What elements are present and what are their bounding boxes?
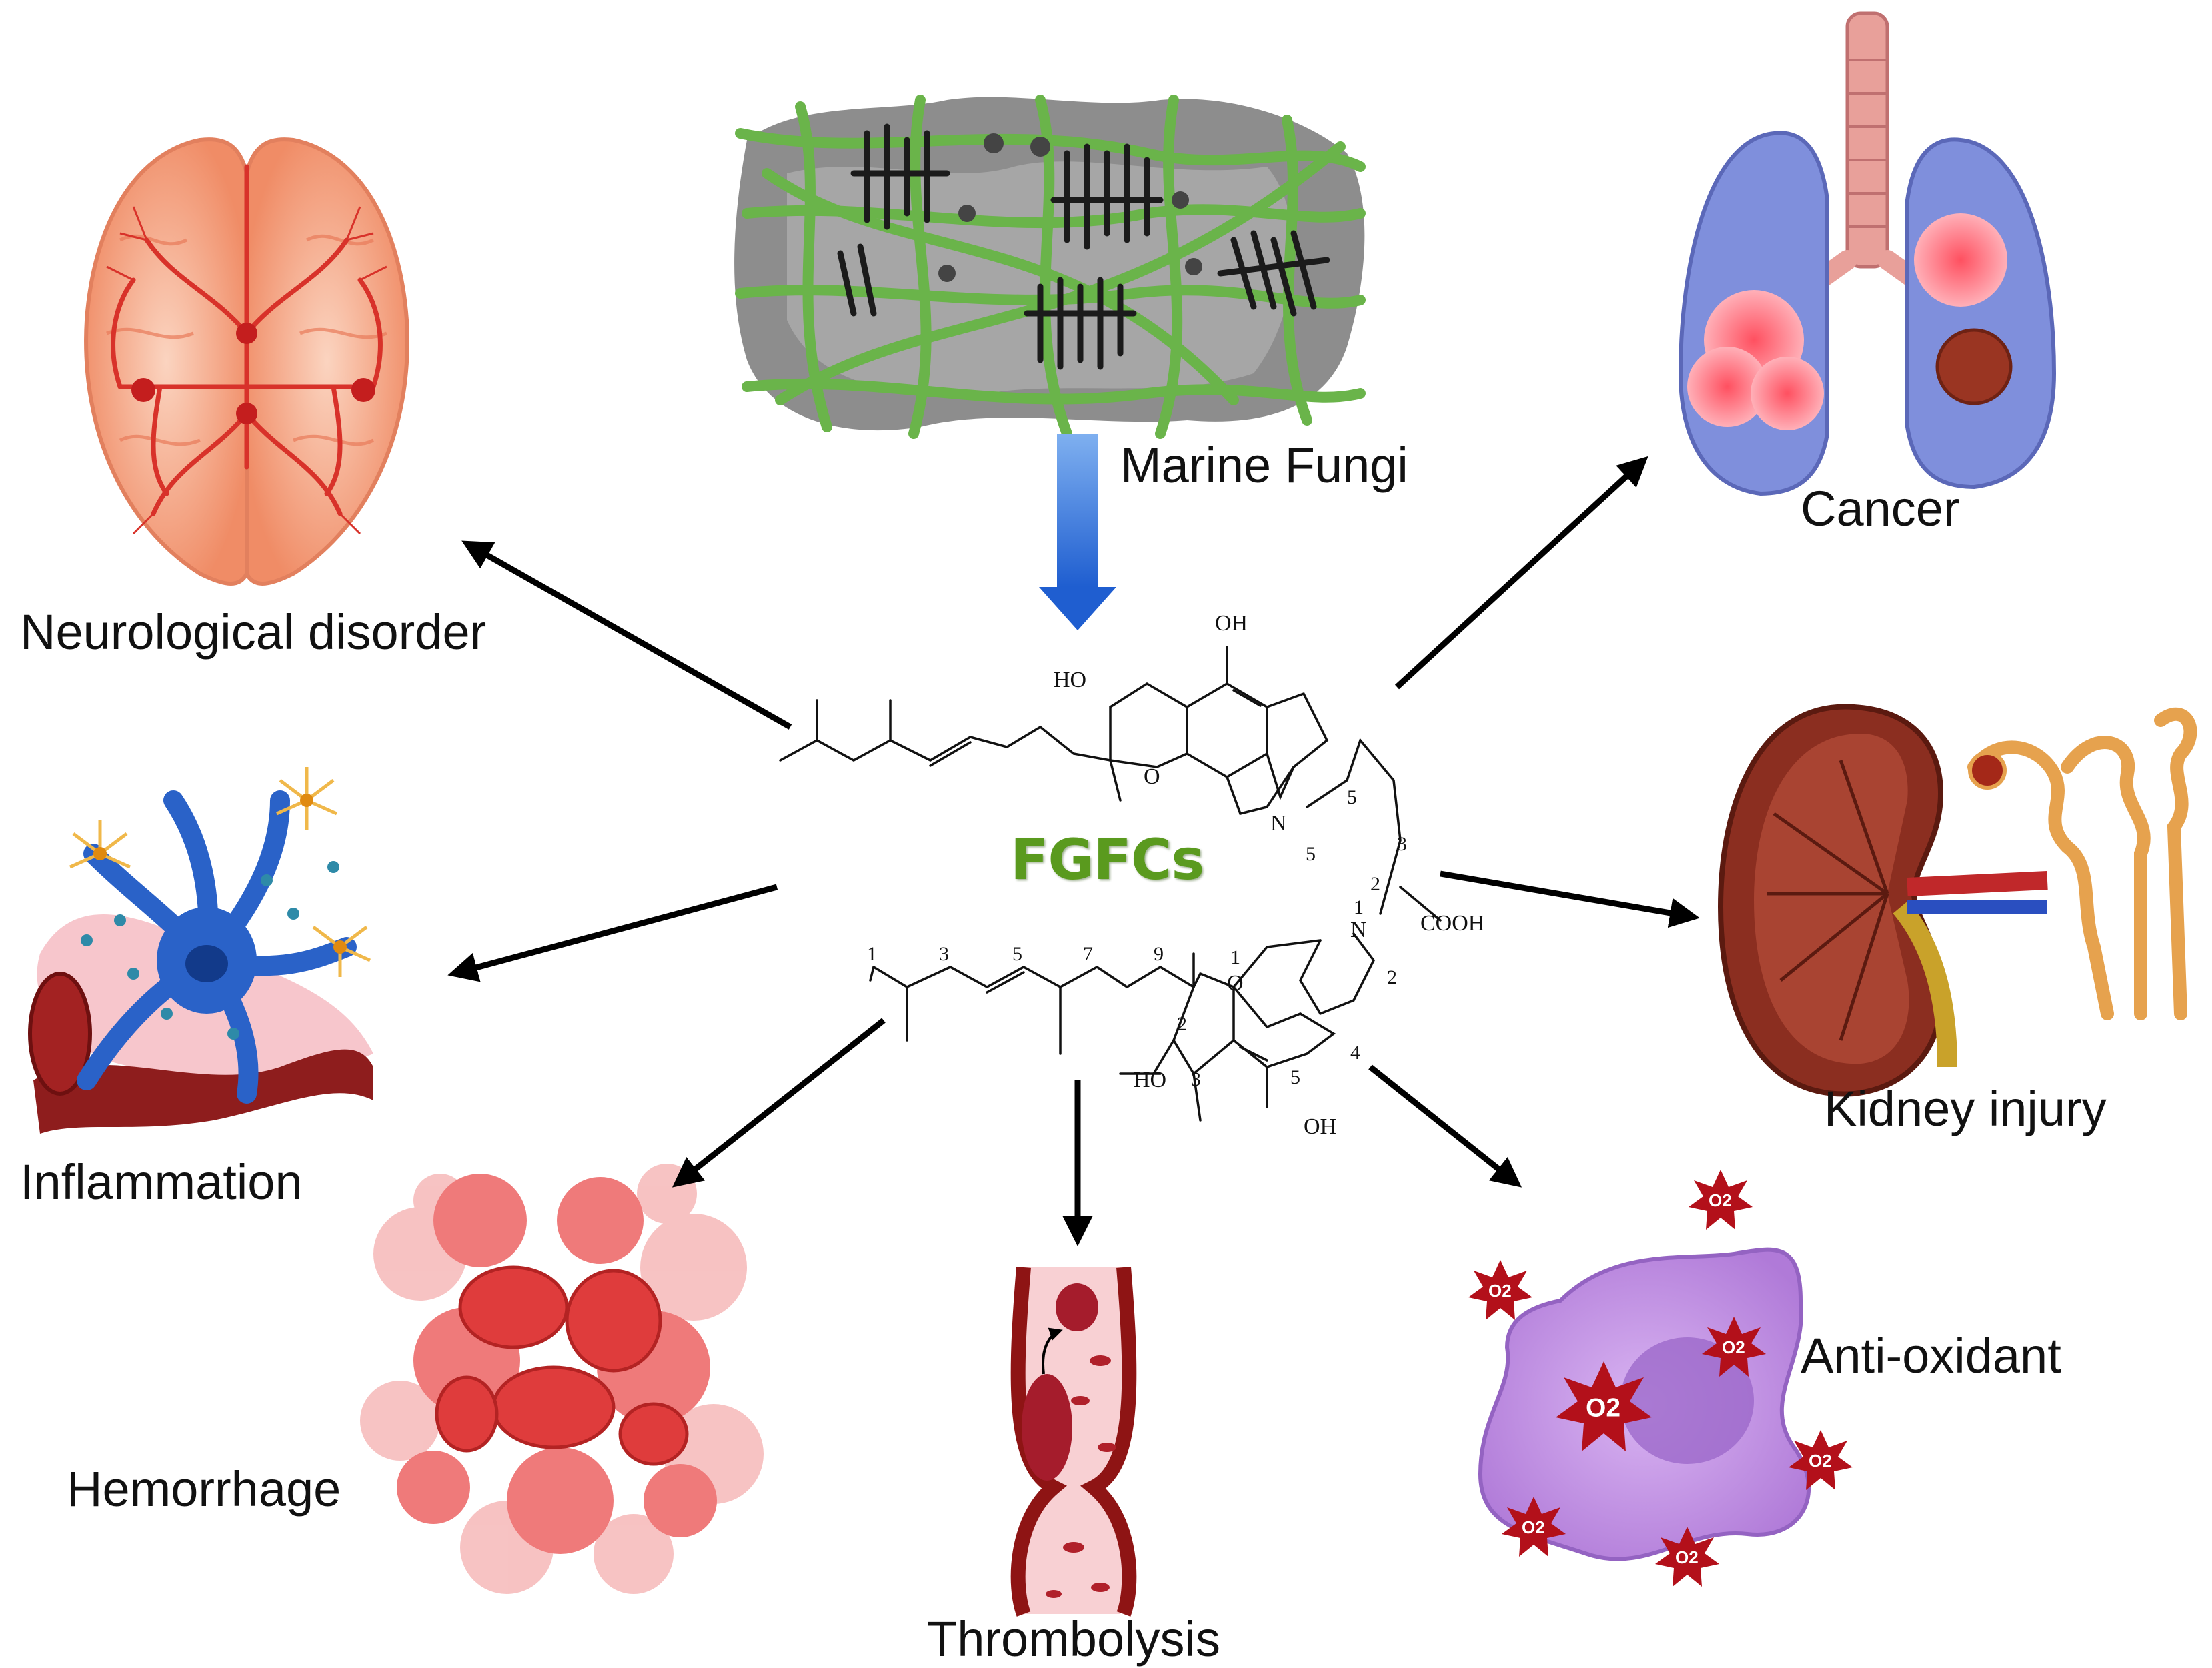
radical-label: O2: [1488, 1281, 1512, 1301]
radical-label: O2: [1675, 1547, 1699, 1567]
locant-1-upper: 1: [1354, 896, 1364, 918]
locant-1-chain: 1: [867, 943, 877, 965]
inflammation-illustration: [28, 767, 373, 1134]
compound-name: FGFCs: [1010, 827, 1204, 892]
atom-oh-upper: OH: [1215, 611, 1248, 636]
locant-2-upper: 2: [1370, 873, 1380, 895]
label-inflammation: Inflammation: [20, 1154, 303, 1210]
arrow-to-antioxidant: [1368, 1064, 1522, 1188]
brain-illustration: [84, 137, 409, 586]
thrombolysis-illustration: [1010, 1267, 1137, 1617]
arrow-to-kidney: [1440, 870, 1700, 928]
atom-oh-lower: OH: [1304, 1114, 1336, 1139]
radical-label: O2: [1809, 1451, 1832, 1471]
kidney-illustration: [1717, 704, 2197, 1097]
locant-5-chain: 5: [1012, 943, 1022, 965]
radical-label: O2: [1586, 1394, 1620, 1423]
label-hemorrhage: Hemorrhage: [67, 1461, 341, 1517]
hemorrhage-illustration: [360, 1164, 764, 1594]
fgfcs-molecule: [779, 646, 1442, 1122]
label-marine-fungi: Marine Fungi: [1120, 438, 1408, 493]
locant-3-chain-b: 3: [939, 943, 949, 965]
radical-label: O2: [1709, 1190, 1732, 1210]
label-cancer: Cancer: [1801, 481, 1960, 536]
effect-arrows: [447, 456, 1700, 1246]
arrow-to-cancer: [1394, 456, 1648, 690]
locant-4-ring: 4: [1350, 1042, 1360, 1064]
marine-fungi-illustration: [734, 95, 1366, 439]
arrow-to-hemorrhage: [672, 1018, 886, 1188]
label-neurological-disorder: Neurological disorder: [20, 604, 487, 660]
atom-o-lower: O: [1227, 971, 1244, 996]
locant-9-chain: 9: [1154, 943, 1164, 965]
locant-3-chain: 3: [1191, 1068, 1201, 1090]
label-thrombolysis: Thrombolysis: [927, 1611, 1220, 1667]
atom-cooh: COOH: [1420, 911, 1484, 936]
atom-ho-upper: HO: [1054, 668, 1086, 692]
label-anti-oxidant: Anti-oxidant: [1801, 1328, 2061, 1383]
locant-7-chain: 7: [1083, 943, 1093, 965]
locant-5-ring: 5: [1290, 1066, 1300, 1088]
radical-label: O2: [1722, 1337, 1745, 1357]
atom-ho-lower: HO: [1134, 1068, 1166, 1092]
atom-n-upper: N: [1270, 811, 1287, 836]
locant-3-upper: 3: [1397, 833, 1407, 855]
label-kidney-injury: Kidney injury: [1824, 1081, 2107, 1136]
radical-label: O2: [1522, 1517, 1545, 1537]
source-arrow-shaft: [1057, 434, 1098, 587]
locant-2-ring: 2: [1387, 966, 1397, 988]
locant-1-ring: 1: [1230, 946, 1240, 968]
locant-4-upper: 5: [1347, 786, 1357, 808]
radical-badges: O2 O2 O2 O2 O2 O2 O2: [1468, 1170, 1853, 1587]
lungs-illustration: [1678, 11, 2057, 496]
arrow-to-neurological: [461, 540, 792, 730]
source-arrow-head: [1039, 587, 1116, 630]
locant-2-chain: 2: [1177, 1013, 1187, 1035]
atom-n-lower: N: [1350, 918, 1367, 942]
locant-5-upper: 5: [1306, 843, 1316, 865]
arrow-to-inflammation: [447, 884, 778, 982]
atom-o-upper: O: [1144, 764, 1160, 789]
